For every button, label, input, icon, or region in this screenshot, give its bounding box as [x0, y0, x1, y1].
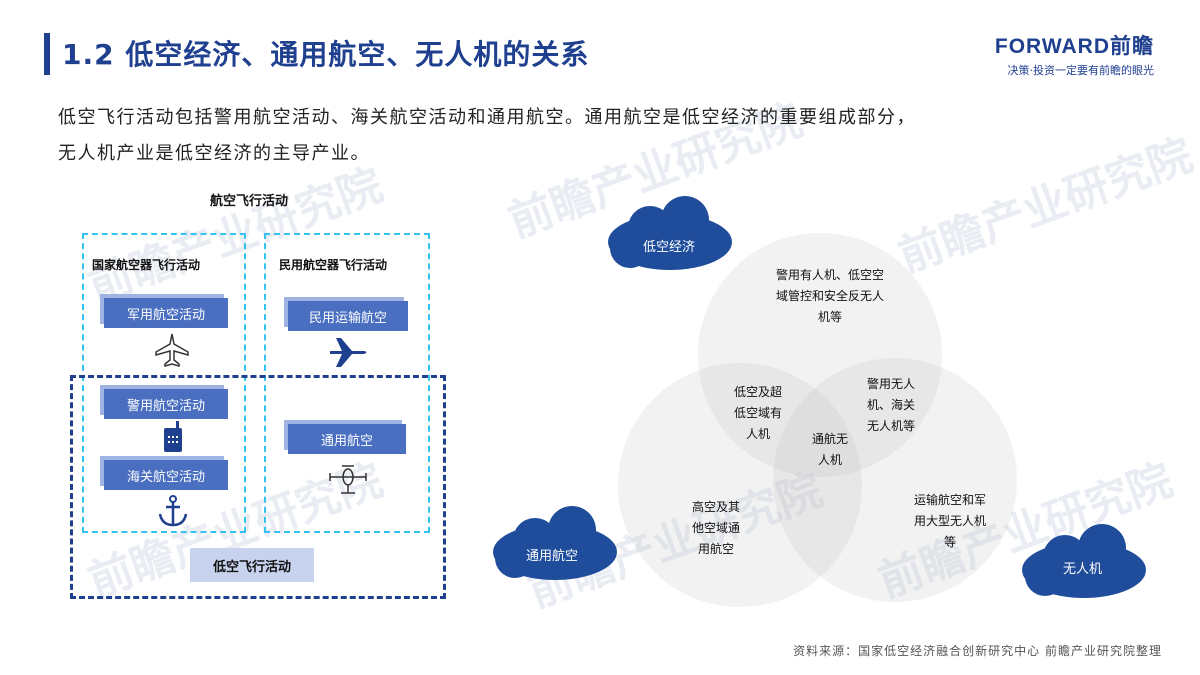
low-altitude-box [70, 375, 446, 599]
source-note: 资料来源：国家低空经济融合创新研究中心 前瞻产业研究院整理 [793, 644, 1162, 658]
civil-transport-item: 民用运输航空 [288, 301, 408, 331]
low-altitude-label: 低空飞行活动 [190, 548, 314, 582]
brand: FORWARD前瞻 决策·投资一定要有前瞻的眼光 [995, 30, 1154, 78]
cloud-shape-drone [1022, 524, 1146, 598]
general-aviation-circle [618, 363, 862, 607]
title-accent-bar [44, 33, 50, 75]
region-left-top: 低空及超低空域有人机 [733, 385, 782, 441]
drone-circle [773, 358, 1017, 602]
low-altitude-circle [698, 233, 942, 477]
cloud-low-altitude: 低空经济 [643, 240, 696, 255]
region-right-top: 警用无人机、海关无人机等 [866, 377, 915, 433]
anchor-icon [158, 495, 188, 527]
intro-text: 低空飞行活动包括警用航空活动、海关航空活动和通用航空。通用航空是低空经济的重要组… [58, 100, 1158, 172]
military-aviation-item: 军用航空活动 [104, 298, 228, 328]
general-aviation-item: 通用航空 [288, 424, 406, 454]
region-top: 警用有人机、低空空域管控和安全反无人机等 [775, 268, 884, 324]
left-diagram-title: 航空飞行活动 [210, 194, 289, 209]
intro-line-2: 无人机产业是低空经济的主导产业。 [58, 143, 370, 164]
state-aviation-label: 国家航空器飞行活动 [92, 258, 201, 272]
venn-diagram [493, 196, 1146, 607]
propeller-plane-icon [329, 465, 367, 494]
cloud-shape-low-altitude [608, 196, 732, 270]
intro-line-1: 低空飞行活动包括警用航空活动、海关航空活动和通用航空。通用航空是低空经济的重要组… [58, 107, 916, 128]
cloud-general-aviation: 通用航空 [526, 549, 579, 564]
cloud-drone: 无人机 [1063, 562, 1103, 577]
civil-aviation-label: 民用航空器飞行活动 [279, 258, 388, 272]
brand-slogan: 决策·投资一定要有前瞻的眼光 [1007, 64, 1155, 77]
region-right: 运输航空和军用大型无人机等 [913, 493, 986, 549]
state-aviation-box [82, 233, 246, 533]
airplane-icon [330, 338, 367, 367]
region-center: 通航无人机 [811, 432, 848, 467]
civil-aviation-box [264, 233, 430, 533]
radio-icon [164, 421, 182, 452]
region-left: 高空及其他空域通用航空 [691, 500, 740, 556]
customs-aviation-item: 海关航空活动 [104, 460, 228, 490]
jet-plane-icon [155, 333, 189, 367]
cloud-shape-general-aviation [493, 506, 617, 580]
brand-logo: FORWARD前瞻 [994, 35, 1154, 58]
page-title: 1.2 低空经济、通用航空、无人机的关系 [62, 38, 590, 71]
police-aviation-item: 警用航空活动 [104, 389, 228, 419]
